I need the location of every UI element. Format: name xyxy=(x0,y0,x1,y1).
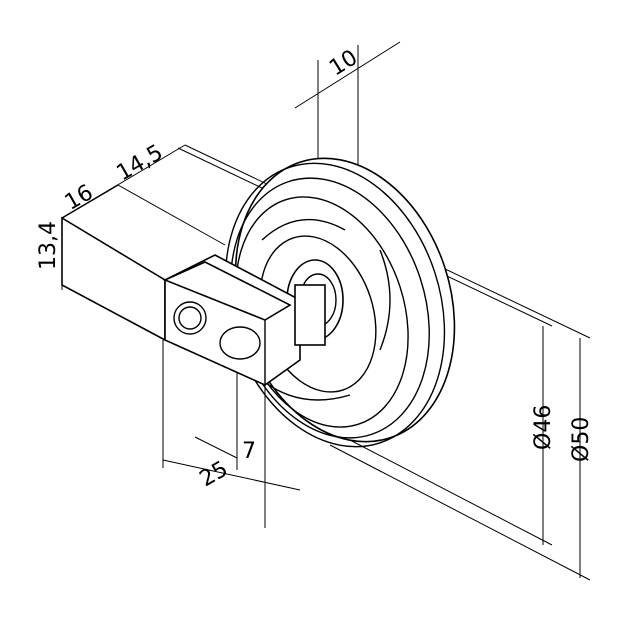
dim-25: 25 xyxy=(196,457,233,493)
dim-16: 16 xyxy=(61,180,98,216)
dimension-lines xyxy=(61,41,581,578)
dim-14-5: 14,5 xyxy=(113,140,168,186)
dim-10: 10 xyxy=(325,45,362,81)
square-adapter xyxy=(61,184,326,386)
dim-7: 7 xyxy=(242,439,256,464)
dim-d50: Ø50 xyxy=(569,417,594,462)
dim-d46: Ø46 xyxy=(531,405,556,450)
dim-13-4: 13,4 xyxy=(36,221,61,270)
pulley-wheel xyxy=(224,157,456,448)
